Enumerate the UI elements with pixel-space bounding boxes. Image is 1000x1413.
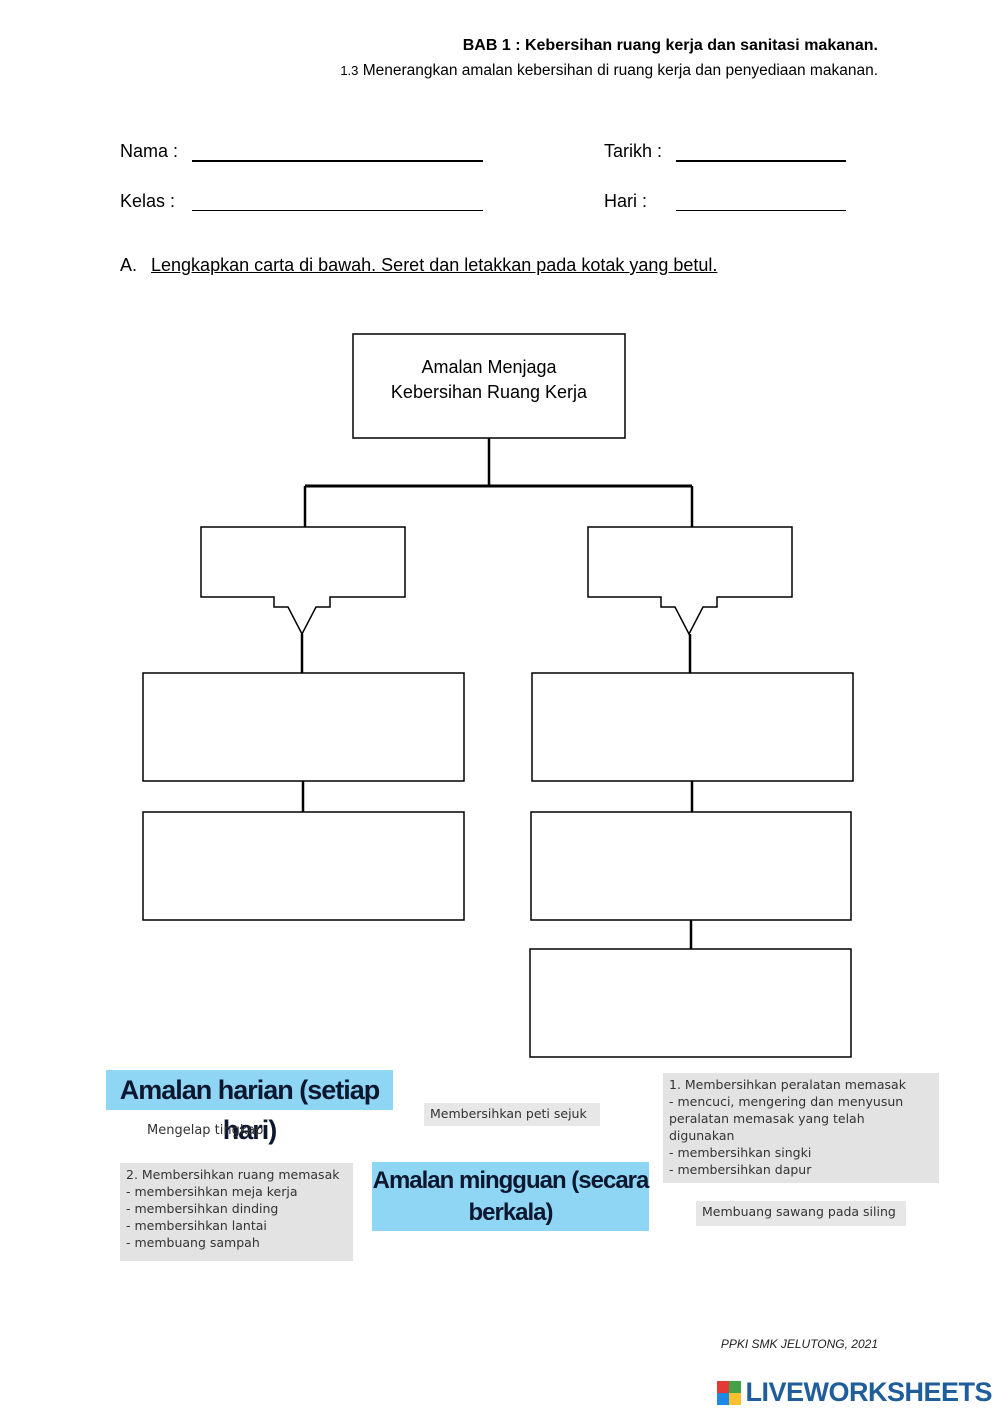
left-dropzone-2[interactable] (142, 811, 465, 921)
option-amalan-harian[interactable]: Amalan harian (setiap hari) (106, 1070, 393, 1145)
root-line-1: Amalan Menjaga (421, 357, 557, 377)
ruang-memasak-line: 2. Membersihkan ruang memasak (126, 1167, 340, 1182)
option-ruang-memasak[interactable]: 2. Membersihkan ruang memasak - membersi… (120, 1163, 353, 1261)
option-membuang-sawang-text: Membuang sawang pada siling (702, 1204, 896, 1219)
chapter-subtitle: 1.3 Menerangkan amalan kebersihan di rua… (340, 62, 878, 80)
option-mengelap-tingkap[interactable]: Mengelap tingkap (147, 1123, 263, 1138)
liveworksheets-icon (717, 1380, 742, 1405)
liveworksheets-brand: LIVEWORKSHEETS (745, 1377, 992, 1407)
ruang-memasak-line: - membersihkan meja kerja (126, 1184, 298, 1199)
root-box-text: Amalan Menjaga Kebersihan Ruang Kerja (353, 355, 625, 405)
instruction-letter: A. (120, 255, 138, 275)
option-amalan-mingguan[interactable]: Amalan mingguan (secara berkala) (372, 1162, 649, 1231)
left-category-dropzone[interactable] (200, 526, 406, 636)
option-amalan-mingguan-line-1: Amalan mingguan (secara (372, 1167, 650, 1194)
peralatan-line: 1. Membersihkan peralatan memasak (669, 1077, 906, 1092)
option-peti-sejuk[interactable]: Membersihkan peti sejuk (424, 1103, 600, 1126)
kelas-field[interactable] (192, 210, 483, 211)
right-category-dropzone[interactable] (587, 526, 793, 636)
right-dropzone-2[interactable] (530, 811, 852, 921)
option-amalan-mingguan-line-2: berkala) (468, 1199, 553, 1226)
right-dropzone-1[interactable] (531, 672, 854, 782)
subtitle-text: Menerangkan amalan kebersihan di ruang k… (362, 62, 878, 79)
hari-field[interactable] (676, 210, 846, 211)
left-dropzone-1[interactable] (142, 672, 465, 782)
right-dropzone-3[interactable] (529, 948, 852, 1058)
ruang-memasak-line: - membersihkan dinding (126, 1201, 279, 1216)
peralatan-line: - mencuci, mengering dan menyusun (669, 1094, 904, 1109)
peralatan-line: peralatan memasak yang telah (669, 1111, 865, 1126)
nama-label: Nama : (120, 141, 179, 161)
ruang-memasak-line: - membuang sampah (126, 1235, 260, 1250)
peralatan-line: - membersihkan dapur (669, 1162, 812, 1177)
option-membuang-sawang[interactable]: Membuang sawang pada siling (696, 1201, 906, 1226)
peralatan-line: digunakan (669, 1128, 735, 1143)
option-peralatan-memasak[interactable]: 1. Membersihkan peralatan memasak - menc… (663, 1073, 939, 1183)
hari-label: Hari : (604, 191, 648, 211)
option-mengelap-tingkap-text: Mengelap tingkap (147, 1123, 264, 1138)
chapter-title: BAB 1 : Kebersihan ruang kerja dan sanit… (462, 37, 878, 54)
tarikh-field[interactable] (676, 160, 846, 162)
kelas-label: Kelas : (120, 191, 176, 211)
peralatan-line: - membersihkan singki (669, 1145, 812, 1160)
tarikh-label: Tarikh : (604, 141, 663, 161)
instruction-text: Lengkapkan carta di bawah. Seret dan let… (151, 255, 718, 275)
option-peti-sejuk-text: Membersihkan peti sejuk (430, 1106, 587, 1121)
nama-field[interactable] (192, 160, 483, 162)
subtitle-number: 1.3 (340, 63, 359, 78)
instruction: A. Lengkapkan carta di bawah. Seret dan l… (120, 255, 717, 276)
liveworksheets-logo[interactable]: LIVEWORKSHEETS (717, 1377, 992, 1408)
footer-credit: PPKI SMK JELUTONG, 2021 (720, 1337, 878, 1351)
root-line-2: Kebersihan Ruang Kerja (390, 382, 588, 402)
ruang-memasak-line: - membersihkan lantai (126, 1218, 267, 1233)
option-amalan-harian-text: Amalan harian (setiap hari) (119, 1075, 381, 1145)
